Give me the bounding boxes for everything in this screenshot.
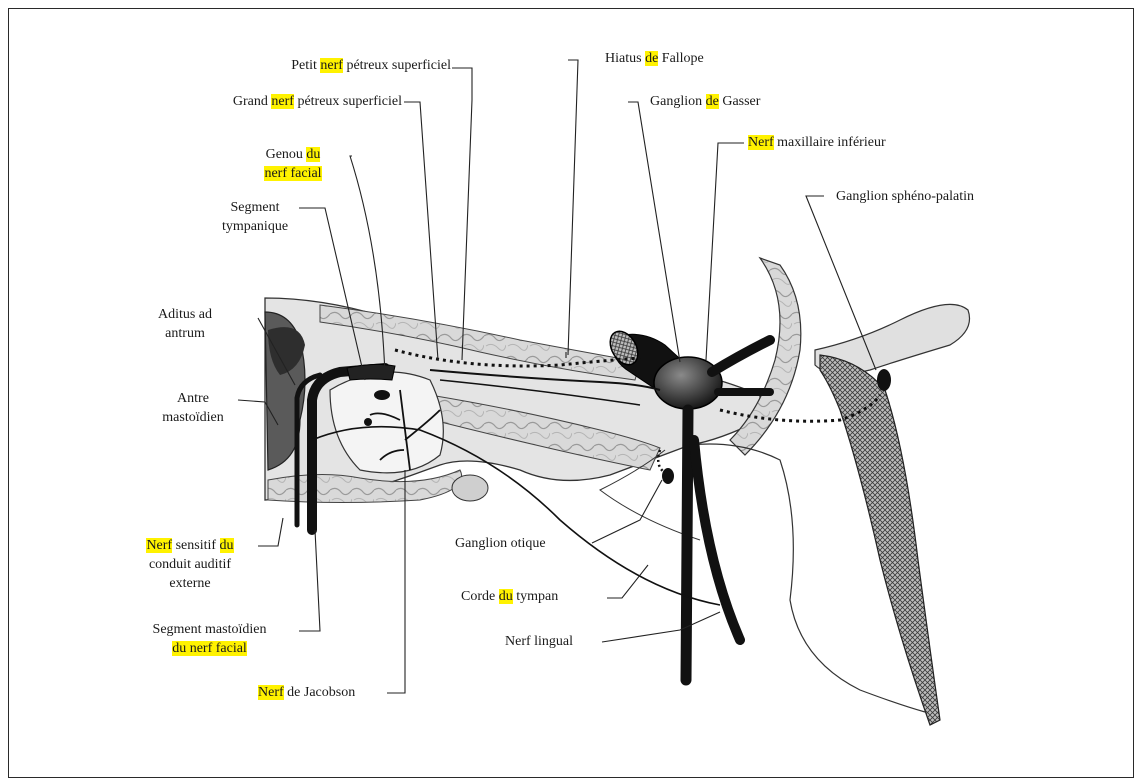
pterygoid-plate <box>820 355 940 725</box>
otic-ganglion <box>662 468 674 484</box>
label-antre-mastoidien: Antre mastoïdien <box>148 389 238 427</box>
label-nerf-jacobson: Nerf de Jacobson <box>258 683 355 702</box>
label-hiatus-fallope: Hiatus de Fallope <box>605 49 704 68</box>
lingual-nerve <box>694 440 740 640</box>
gasser-ganglion <box>654 357 722 409</box>
label-nerf-lingual: Nerf lingual <box>505 632 573 651</box>
label-ganglion-gasser: Ganglion de Gasser <box>650 92 760 111</box>
label-segment-tympanique: Segment tympanique <box>210 198 300 236</box>
label-segment-mastoidien: Segment mastoïdien du nerf facial <box>122 620 297 658</box>
label-nerf-maxillaire: Nerf maxillaire inférieur <box>748 133 886 152</box>
mandibular-nerve <box>686 410 688 680</box>
label-genou-nerf-facial: Genou du nerf facial <box>238 145 348 183</box>
sphenopalatine-ganglion <box>877 369 891 391</box>
label-ganglion-spheno-palatin: Ganglion sphéno-palatin <box>836 187 974 206</box>
label-nerf-sensitif: Nerf sensitif du conduit auditif externe <box>120 536 260 593</box>
label-ganglion-otique: Ganglion otique <box>455 534 546 553</box>
label-aditus-ad-antrum: Aditus ad antrum <box>130 305 240 343</box>
label-corde-du-tympan: Corde du tympan <box>461 587 558 606</box>
label-grand-nerf-petreux: Grand nerf pétreux superficiel <box>130 92 402 111</box>
label-petit-nerf-petreux: Petit nerf pétreux superficiel <box>196 56 451 75</box>
